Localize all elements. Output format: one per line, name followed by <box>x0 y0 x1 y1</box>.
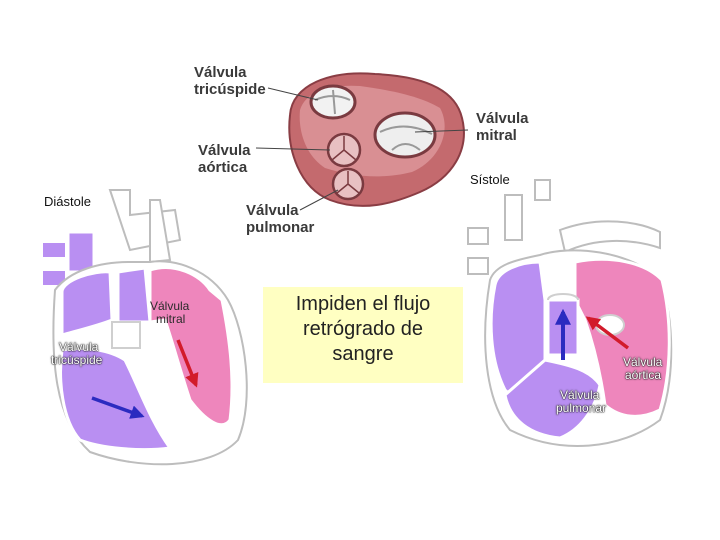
callout-line-1: Impiden el flujo <box>263 292 463 317</box>
label-line: mitral <box>150 313 189 326</box>
label-top-tricuspid: Válvula tricúspide <box>194 64 266 98</box>
label-line: aórtica <box>198 159 251 176</box>
callout-line-3: sangre <box>263 342 463 367</box>
label-top-mitral: Válvula mitral <box>476 110 529 144</box>
label-top-aortic: Válvula aórtica <box>198 142 251 176</box>
label-line: tricúspide <box>194 81 266 98</box>
label-line: mitral <box>476 127 529 144</box>
label-top-pulmonary: Válvula pulmonar <box>246 202 314 236</box>
top-valve-illustration <box>256 73 468 210</box>
label-left-tricuspid: Válvula tricúspide <box>57 341 102 367</box>
label-line: Válvula <box>198 142 251 159</box>
diastole-heart <box>42 190 247 464</box>
label-line: Válvula <box>194 64 266 81</box>
label-right-pulmonary: Válvula pulmonar <box>556 389 606 415</box>
label-line: aórtica <box>623 369 662 382</box>
label-left-mitral: Válvula mitral <box>150 300 189 326</box>
label-diastole: Diástole <box>44 194 91 209</box>
label-systole: Sístole <box>470 172 510 187</box>
label-line: tricúspide <box>51 354 102 367</box>
label-line: pulmonar <box>246 219 314 236</box>
label-line: Válvula <box>246 202 314 219</box>
callout-line-2: retrógrado de <box>263 317 463 342</box>
label-right-aortic: Válvula aórtica <box>623 356 662 382</box>
label-line: pulmonar <box>556 402 606 415</box>
callout-box: Impiden el flujo retrógrado de sangre <box>263 287 463 383</box>
label-line: Válvula <box>476 110 529 127</box>
